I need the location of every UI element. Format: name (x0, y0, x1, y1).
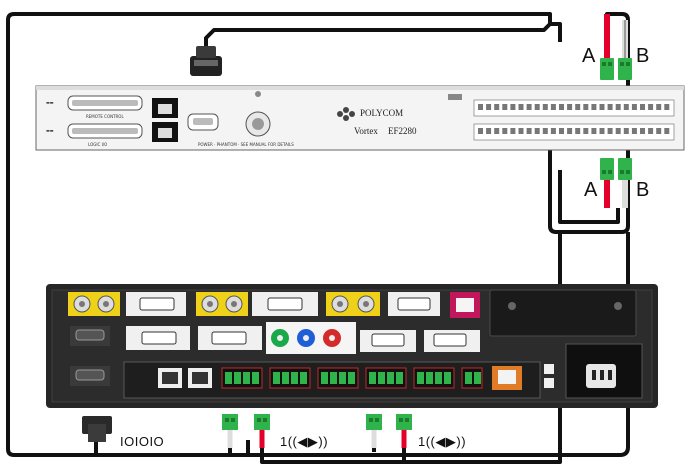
lan-port-orange (492, 366, 522, 390)
control-cable (204, 20, 554, 58)
dvi-port-7 (424, 330, 480, 352)
dvi-port-4 (126, 326, 190, 350)
db25-port-2 (67, 123, 143, 139)
dvi-port-3 (388, 292, 440, 316)
ethernet-ports-pair (158, 368, 212, 388)
ground-icon (448, 94, 462, 100)
mixer-brand: POLYCOM (360, 108, 403, 118)
hdmi-port-group-2 (196, 292, 248, 316)
db25-port-1 (67, 95, 143, 111)
dvi-port-6 (360, 330, 416, 352)
top-label-b: B (636, 45, 649, 67)
dvi-port-2 (252, 292, 318, 316)
codec-rear-panel (46, 284, 658, 408)
power-switch (544, 364, 554, 388)
terminal-block-upper (473, 99, 675, 117)
dvi-port-5 (198, 326, 262, 350)
phoenix-connector-top-a (600, 58, 614, 80)
rj-port-in (152, 98, 178, 118)
svg-text:POWER · PHANTOM · SEE MANUAL F: POWER · PHANTOM · SEE MANUAL FOR DETAILS (198, 142, 294, 147)
bottom-audio-cable-1 (228, 440, 250, 457)
audio-loop-cable (548, 12, 630, 234)
audio-terminal-blocks (221, 367, 483, 389)
hdmi-port-group-1 (68, 292, 120, 316)
db9-port-codec-1 (70, 326, 110, 346)
serial-plug-bottom (82, 416, 112, 442)
component-video-ports (266, 322, 356, 354)
db9-port-codec-2 (70, 366, 110, 386)
top-label-a: A (582, 45, 596, 67)
power-inlet (565, 343, 643, 399)
ethernet-port-red (450, 292, 480, 318)
mixer-model: EF2280 (388, 126, 417, 136)
serial-cable (6, 12, 562, 457)
dvi-port-1 (126, 292, 186, 316)
phoenix-connector-top-b (618, 58, 632, 80)
polycom-logo-icon (337, 107, 355, 121)
svg-text:▬▬: ▬▬ (46, 128, 54, 133)
audio-mixer-unit: ▬▬ ▬▬ REMOTE CONTROL LOGIC I/O POWER · P… (35, 85, 685, 151)
terminal-block-lower (473, 123, 675, 141)
audio-symbol-2: 1((◀▶)) (418, 434, 466, 449)
phoenix-connector-bottom-a (600, 158, 614, 180)
expansion-slot-cover (489, 289, 637, 337)
rs232-port (187, 113, 219, 131)
svg-text:▬▬: ▬▬ (46, 100, 54, 105)
svg-text:REMOTE CONTROL: REMOTE CONTROL (86, 114, 124, 119)
rj-port-out (152, 122, 178, 142)
phoenix-plug-bottom-4 (396, 414, 412, 430)
serial-label: IOIOIO (120, 434, 164, 449)
phoenix-plug-bottom-2 (254, 414, 270, 430)
bottom-label-a: A (584, 179, 598, 201)
svg-text:LOGIC I/O: LOGIC I/O (88, 142, 107, 147)
bottom-label-b: B (636, 179, 649, 201)
phoenix-connector-bottom-b (618, 158, 632, 180)
mixer-model-prefix: Vortex (354, 126, 378, 136)
audio-symbol-1: 1((◀▶)) (280, 434, 328, 449)
power-din-port (245, 91, 271, 137)
phoenix-plug-bottom-3 (366, 414, 382, 430)
db9-connector-top (190, 46, 222, 76)
bottom-audio-cable-2 (96, 232, 630, 457)
cable-group (6, 12, 630, 464)
phoenix-plug-bottom-1 (222, 414, 238, 430)
hdmi-port-group-3 (326, 292, 380, 316)
audio-loop-cable-2 (558, 170, 620, 224)
